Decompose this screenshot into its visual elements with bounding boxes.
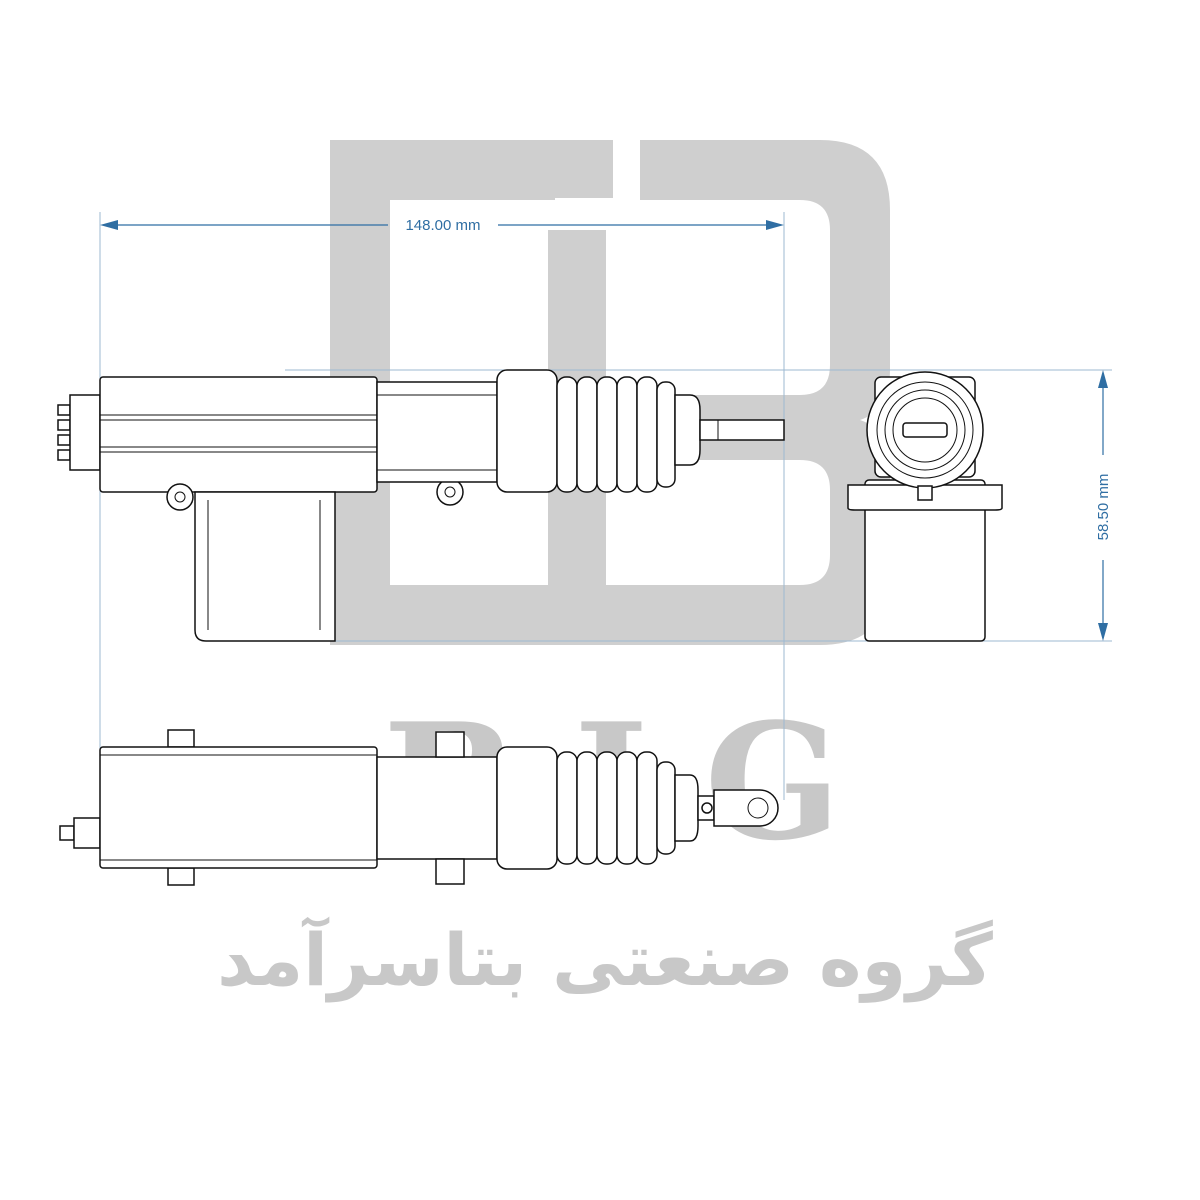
length-dimension: 148.00 mm: [99, 212, 785, 800]
length-dimension-label: 148.00 mm: [405, 217, 480, 234]
end-view: [847, 371, 1003, 642]
top-view: [59, 729, 779, 886]
side-view: [57, 369, 785, 642]
height-dimension-label: 58.50 mm: [1095, 474, 1112, 541]
watermark-company-name: گروه صنعتی بتاسرآمد: [217, 916, 993, 1003]
watermark-company: گروه صنعتی بتاسرآمد: [217, 916, 993, 1003]
